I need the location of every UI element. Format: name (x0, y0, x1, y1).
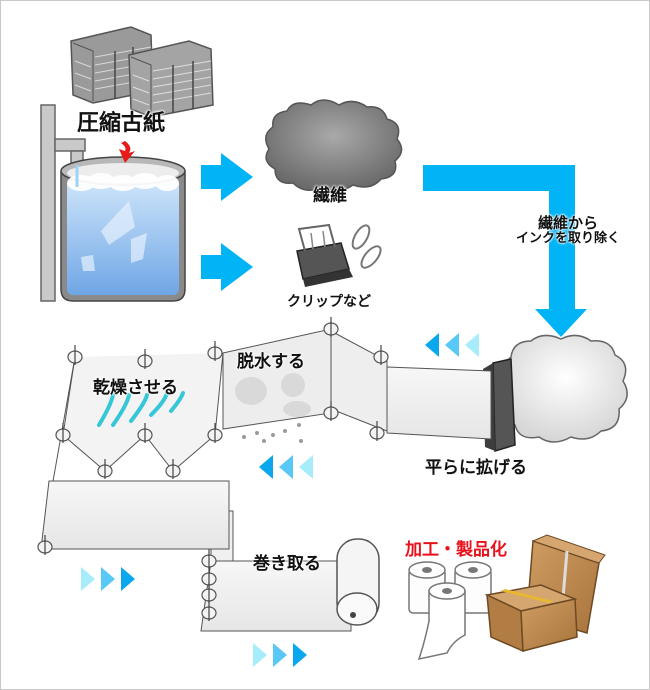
deink-elbow-arrow-icon (423, 165, 587, 337)
label-deink-line2: インクを取り除く (515, 231, 620, 246)
label-compressed-waste-paper: 圧縮古紙 (77, 111, 166, 136)
chevron-right-icon (273, 643, 287, 667)
label-spread-flat: 平らに拡げる (425, 458, 527, 478)
fiber-cloud-icon (265, 99, 403, 192)
chevron-left-icon (299, 455, 313, 479)
label-process-products: 加工・製品化 (405, 540, 507, 560)
label-deink: 繊維から インクを取り除く (498, 215, 638, 247)
dry-air-icon (97, 391, 185, 427)
water-pipe-icon (40, 104, 86, 302)
label-dewater: 脱水する (237, 352, 305, 372)
toilet-paper-icon (408, 561, 492, 661)
label-deink-line1: 繊維から (537, 214, 598, 232)
arrow-to-clips-icon (201, 243, 253, 291)
flow-chevrons-middle (259, 455, 313, 479)
rollers (37, 317, 389, 621)
chevron-left-icon (259, 455, 273, 479)
flow-chevrons-bottom (253, 643, 307, 667)
pulp-cloud-icon (503, 334, 628, 443)
chevron-right-icon (253, 643, 267, 667)
chevron-right-icon (293, 643, 307, 667)
chevron-left-icon (445, 333, 459, 357)
chevron-right-icon (101, 567, 115, 591)
dewatering-section (222, 328, 492, 440)
paper-roll-icon (336, 538, 380, 626)
chevron-left-icon (425, 333, 439, 357)
arrow-to-fiber-icon (201, 153, 253, 201)
paper-bale-icon (70, 26, 214, 118)
water-drops-icon (242, 423, 303, 443)
flow-chevrons-upper-right (425, 333, 479, 357)
label-fiber: 繊維 (313, 186, 347, 206)
label-dry: 乾燥させる (93, 378, 178, 398)
feed-arrow-icon (119, 141, 135, 163)
pulper-tank-icon (60, 156, 186, 302)
cardboard-boxes-icon (484, 534, 606, 653)
binder-clip-icon (296, 223, 382, 287)
chevron-right-icon (81, 567, 95, 591)
flow-chevrons-lower-left (81, 567, 135, 591)
label-clips-etc: クリップなど (287, 294, 371, 310)
chevron-left-icon (465, 333, 479, 357)
chevron-left-icon (279, 455, 293, 479)
chevron-right-icon (121, 567, 135, 591)
label-wind-up: 巻き取る (253, 554, 321, 574)
